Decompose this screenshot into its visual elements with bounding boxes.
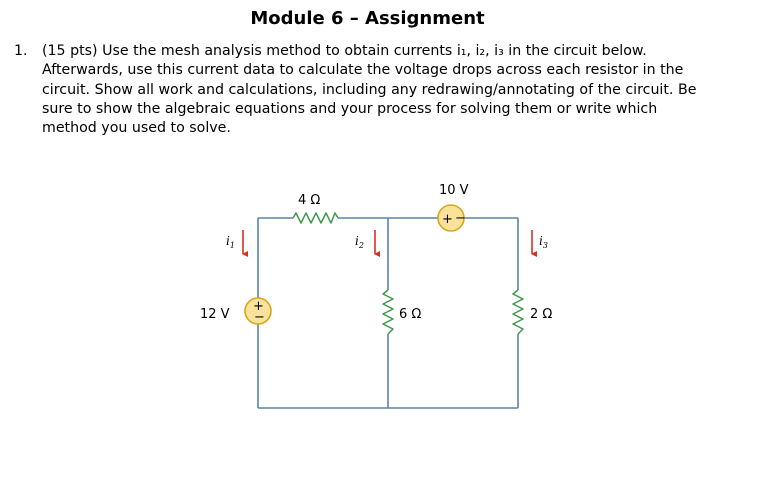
question-line: Afterwards, use this current data to cal… [42, 62, 684, 79]
resistor-4-ohm [292, 212, 339, 224]
current-label-i3: i3 [539, 234, 548, 250]
question-number: 1. [14, 43, 28, 59]
source-10v-label: 10 V [439, 183, 469, 198]
question-text: (15 pts) Use the mesh analysis method to… [42, 42, 732, 138]
resistors [292, 212, 524, 335]
resistor-2-ohm [512, 289, 524, 335]
question-line: (15 pts) Use the mesh analysis method to… [42, 43, 647, 59]
resistor-4-ohm-label: 4 Ω [298, 193, 320, 208]
voltage-source-12v: + − [244, 297, 272, 325]
question-line: circuit. Show all work and calculations,… [42, 81, 697, 98]
question-line: sure to show the algebraic equations and… [42, 100, 658, 117]
current-arrows [242, 230, 537, 257]
current-label-i1: i1 [226, 234, 235, 250]
source-minus-sign: − [455, 211, 466, 226]
circuit-wires [257, 217, 519, 409]
resistor-6-ohm [382, 289, 394, 335]
current-label-i2: i2 [355, 234, 364, 250]
resistor-6-ohm-label: 6 Ω [399, 307, 421, 322]
page-title: Module 6 – Assignment [250, 8, 485, 29]
question-line: method you used to solve. [42, 120, 231, 137]
source-12v-label: 12 V [200, 307, 230, 322]
resistor-2-ohm-label: 2 Ω [530, 307, 552, 322]
voltage-source-10v: + − [437, 204, 466, 232]
source-plus-sign: + [253, 299, 264, 314]
source-minus-sign: − [254, 310, 265, 325]
source-plus-sign: + [442, 212, 453, 227]
